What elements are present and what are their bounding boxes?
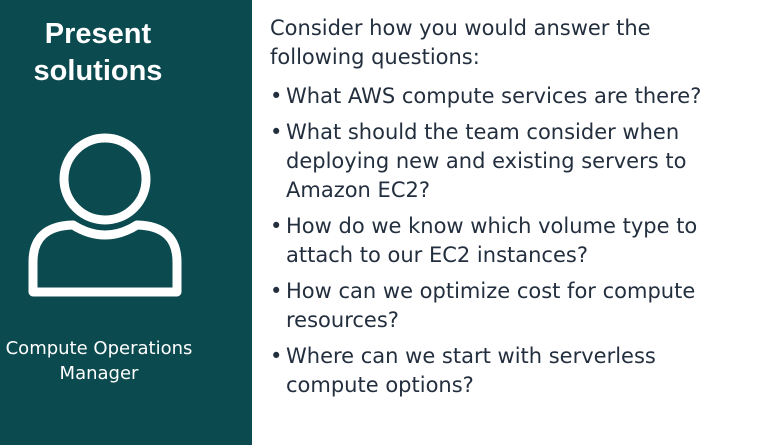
bullet-icon: • <box>270 344 283 368</box>
bullet-icon: • <box>270 120 283 144</box>
question-item: • How do we know which volume type to at… <box>270 212 750 270</box>
bullet-icon: • <box>270 84 283 108</box>
question-text: How can we optimize cost for compute res… <box>286 279 696 332</box>
person-icon <box>28 133 182 297</box>
panel-title: Present solutions <box>0 16 196 90</box>
question-text: What AWS compute services are there? <box>286 84 702 108</box>
left-panel: Present solutions Compute Operations Man… <box>0 0 252 445</box>
question-list: • What AWS compute services are there? •… <box>270 82 750 400</box>
panel-title-line1: Present <box>44 18 152 50</box>
question-item: • What should the team consider when dep… <box>270 118 750 205</box>
question-text: What should the team consider when deplo… <box>286 120 687 202</box>
bullet-icon: • <box>270 279 283 303</box>
panel-title-line2: solutions <box>33 55 163 87</box>
question-item: • How can we optimize cost for compute r… <box>270 277 750 335</box>
question-item: • What AWS compute services are there? <box>270 82 750 111</box>
role-label: Compute Operations Manager <box>0 336 198 386</box>
question-text: How do we know which volume type to atta… <box>286 214 698 267</box>
intro-text: Consider how you would answer the follow… <box>270 16 651 69</box>
content-area: Consider how you would answer the follow… <box>270 14 750 407</box>
role-label-line1: Compute Operations <box>5 338 193 359</box>
bullet-icon: • <box>270 214 283 238</box>
question-text: Where can we start with serverless compu… <box>286 344 656 397</box>
question-item: • Where can we start with serverless com… <box>270 342 750 400</box>
role-label-line2: Manager <box>59 363 139 384</box>
